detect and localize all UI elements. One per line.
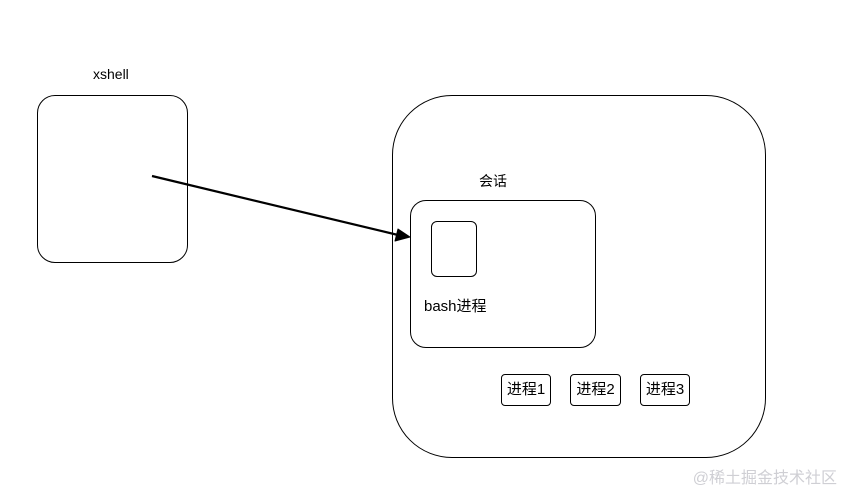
bash-process-label: bash进程 <box>424 298 487 315</box>
process-1-box: 进程1 <box>501 374 551 406</box>
bash-process-square <box>431 221 477 277</box>
process-2-box: 进程2 <box>570 374 621 406</box>
session-label: 会话 <box>479 173 507 189</box>
arrow-line <box>151 174 399 237</box>
xshell-label: xshell <box>93 66 129 82</box>
process-3-box: 进程3 <box>640 374 690 406</box>
watermark: @稀土掘金技术社区 <box>692 470 837 487</box>
xshell-box <box>37 95 188 263</box>
